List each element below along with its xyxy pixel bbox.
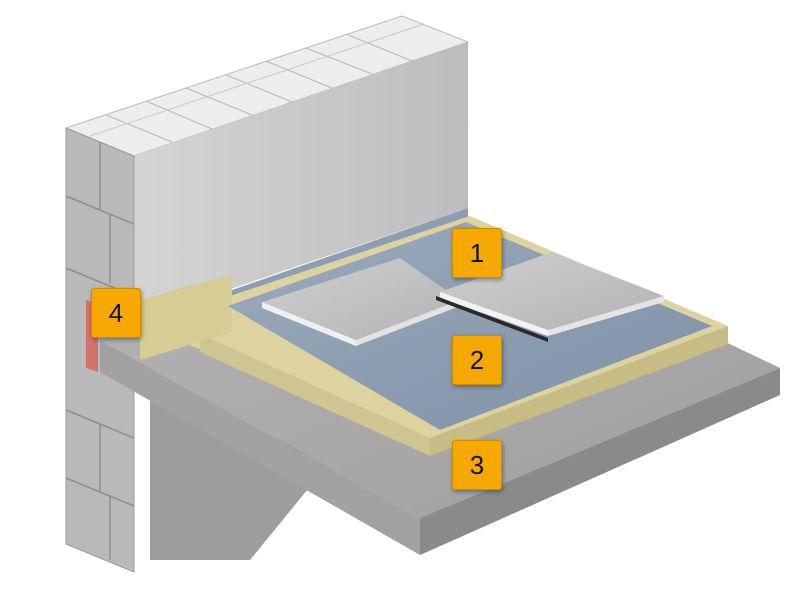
- membrane-layer: [228, 222, 712, 430]
- callout-marker-1: 1: [452, 228, 502, 278]
- insulation-upstand: [140, 274, 232, 360]
- callout-marker-4: 4: [91, 288, 141, 338]
- callout-marker-2: 2: [452, 335, 502, 385]
- insulation-layer-side: [200, 334, 430, 456]
- slab-corbel: [150, 395, 330, 560]
- cover-board-left: [262, 258, 460, 346]
- wall-render-face: [134, 42, 468, 322]
- cover-board-right: [436, 252, 664, 342]
- concrete-slab-front: [420, 368, 780, 555]
- callout-marker-3: 3: [452, 440, 502, 490]
- concrete-slab-side: [100, 340, 420, 555]
- insulation-layer-front: [430, 326, 728, 456]
